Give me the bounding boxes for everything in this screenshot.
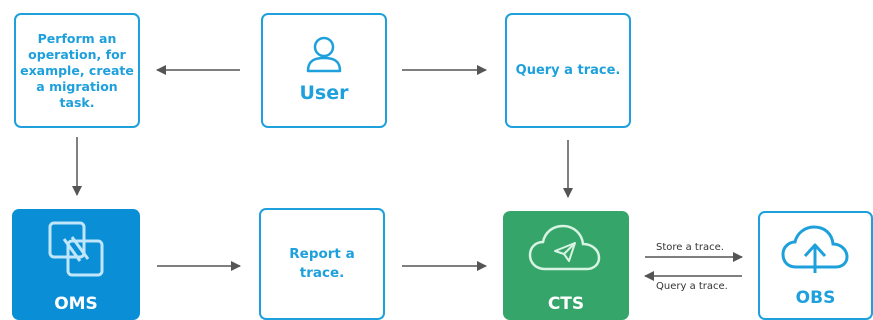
cts-node: CTS: [503, 211, 629, 320]
cloud-upload-icon: [781, 225, 849, 273]
report-label: Report a trace.: [289, 246, 355, 281]
oms-migration-icon: [48, 221, 104, 277]
report-node: Report a trace.: [259, 208, 385, 320]
oms-label: OMS: [54, 294, 98, 314]
cts-label: CTS: [547, 294, 585, 314]
obs-node: OBS: [758, 211, 873, 320]
cloud-paper-plane-icon: [528, 224, 601, 271]
user-label: User: [299, 81, 349, 104]
user-icon: [306, 36, 342, 72]
query-label: Query a trace.: [515, 63, 621, 78]
query-node: Query a trace.: [505, 13, 631, 128]
user-node: User: [261, 13, 387, 128]
operation-node: Perform an operation, for example, creat…: [14, 13, 140, 128]
operation-label: Perform an operation, for example, creat…: [20, 30, 134, 110]
oms-node: OMS: [12, 209, 140, 320]
store-trace-label: Store a trace.: [656, 242, 724, 253]
obs-label: OBS: [795, 288, 836, 308]
query-trace-back-label: Query a trace.: [656, 281, 728, 292]
